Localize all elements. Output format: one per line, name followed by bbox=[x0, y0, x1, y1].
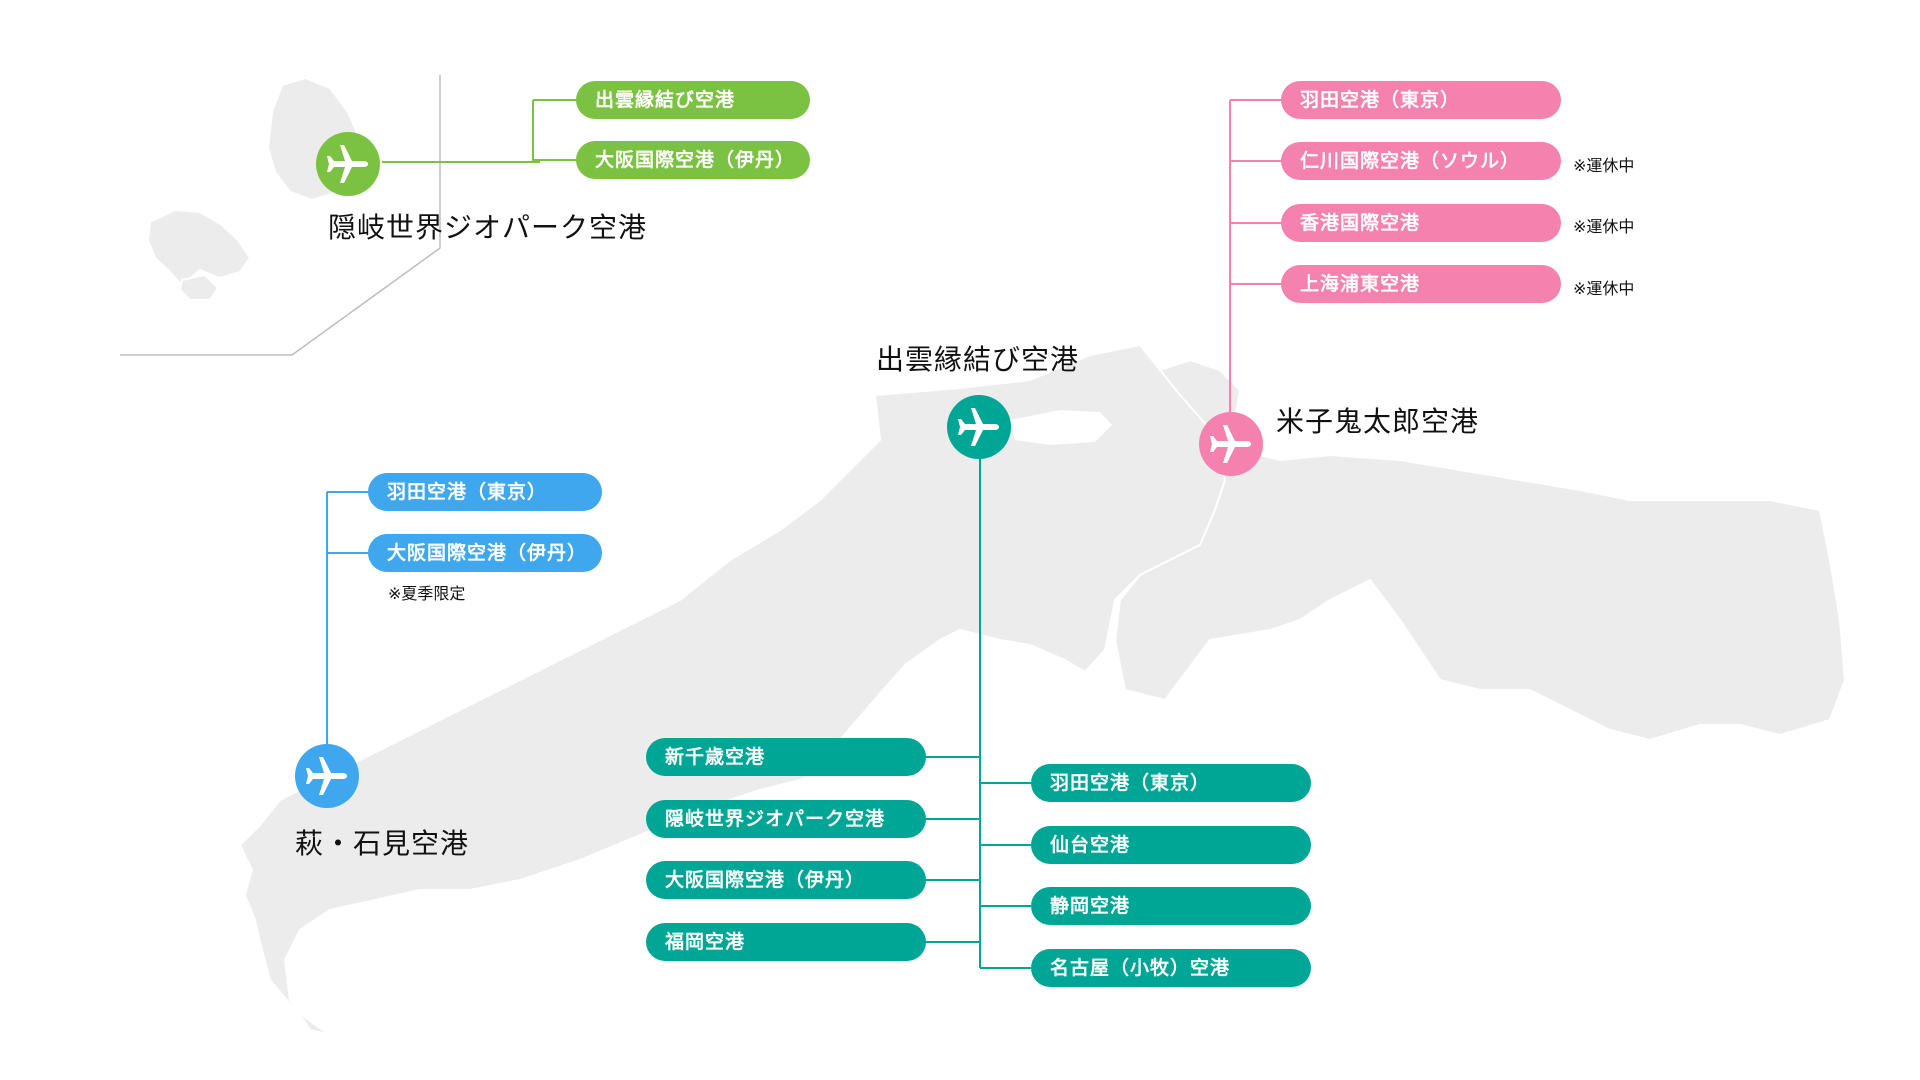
yonago-route-hongkong[interactable]: 香港国際空港 bbox=[1281, 204, 1561, 242]
izumo-airport-name: 出雲縁結び空港 bbox=[876, 343, 1080, 376]
oki-route-lines bbox=[382, 99, 580, 163]
oki-route-izumo[interactable]: 出雲縁結び空港 bbox=[576, 81, 810, 119]
izumo-route-nagoya[interactable]: 名古屋（小牧）空港 bbox=[1031, 949, 1311, 987]
hagi-airport-name: 萩・石見空港 bbox=[295, 827, 470, 860]
izumo-route-osaka[interactable]: 大阪国際空港（伊丹） bbox=[646, 861, 926, 899]
tottori-prefecture bbox=[1114, 434, 1846, 741]
hagi-route-haneda[interactable]: 羽田空港（東京） bbox=[368, 473, 602, 511]
yonago-route-incheon[interactable]: 仁川国際空港（ソウル） bbox=[1281, 142, 1561, 180]
yonago-airport-marker[interactable] bbox=[1199, 412, 1263, 476]
yonago-note-incheon: ※運休中 bbox=[1573, 156, 1635, 175]
airplane-icon bbox=[327, 145, 368, 183]
oki-airport-marker[interactable] bbox=[316, 132, 380, 196]
lake-shinji bbox=[1010, 410, 1112, 445]
hagi-route-lines bbox=[326, 491, 370, 750]
hagi-route-osaka[interactable]: 大阪国際空港（伊丹） bbox=[368, 534, 602, 572]
airplane-icon bbox=[306, 757, 347, 795]
izumo-route-fukuoka[interactable]: 福岡空港 bbox=[646, 923, 926, 961]
yonago-route-haneda[interactable]: 羽田空港（東京） bbox=[1281, 81, 1561, 119]
airplane-icon bbox=[1210, 425, 1251, 463]
oki-route-osaka[interactable]: 大阪国際空港（伊丹） bbox=[576, 141, 810, 179]
yonago-route-lines bbox=[1229, 99, 1285, 420]
izumo-route-haneda[interactable]: 羽田空港（東京） bbox=[1031, 764, 1311, 802]
izumo-route-oki[interactable]: 隠岐世界ジオパーク空港 bbox=[646, 800, 926, 838]
izumo-route-shizuoka[interactable]: 静岡空港 bbox=[1031, 887, 1311, 925]
yonago-route-shanghai[interactable]: 上海浦東空港 bbox=[1281, 265, 1561, 303]
hagi-note-osaka: ※夏季限定 bbox=[388, 584, 466, 603]
yonago-airport-name: 米子鬼太郎空港 bbox=[1276, 405, 1480, 438]
izumo-route-sendai[interactable]: 仙台空港 bbox=[1031, 826, 1311, 864]
oki-small-island bbox=[179, 274, 219, 301]
yonago-note-shanghai: ※運休中 bbox=[1573, 279, 1635, 298]
izumo-route-shinchitose[interactable]: 新千歳空港 bbox=[646, 738, 926, 776]
izumo-airport-marker[interactable] bbox=[947, 395, 1011, 459]
yonago-note-hongkong: ※運休中 bbox=[1573, 217, 1635, 236]
hagi-airport-marker[interactable] bbox=[295, 744, 359, 808]
airplane-icon bbox=[958, 408, 999, 446]
oki-airport-name: 隠岐世界ジオパーク空港 bbox=[328, 211, 648, 244]
izumo-route-lines bbox=[925, 455, 1035, 969]
oki-dozen-islands bbox=[147, 209, 251, 286]
